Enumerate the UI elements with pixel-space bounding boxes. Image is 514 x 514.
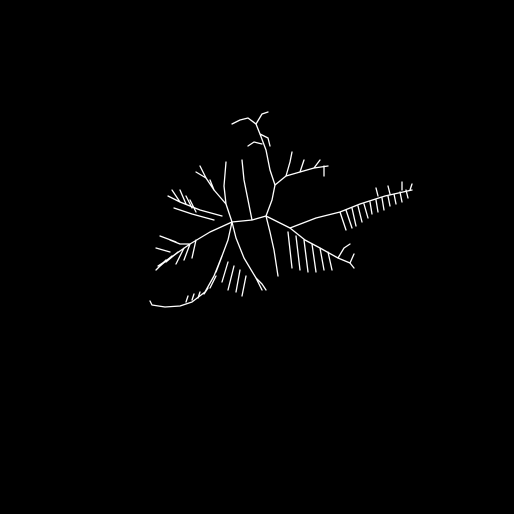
fan-right-lower-5 — [327, 251, 333, 271]
fan-left-twig-3 — [185, 195, 193, 209]
fan-lower-center-4 — [235, 269, 241, 293]
comb-right-12 — [405, 189, 409, 199]
fan-lower-center-1 — [215, 255, 223, 273]
tail-twig-4 — [203, 287, 209, 295]
twig-rl-b — [349, 253, 355, 264]
branch-upper-right-arm — [285, 165, 329, 177]
comb-right-6 — [369, 201, 373, 215]
branch-top-right-tip — [255, 111, 269, 125]
twig-ur-1 — [313, 159, 321, 169]
comb-right-3 — [351, 207, 357, 227]
branch-top-twig-a — [259, 133, 271, 147]
branch-top-stem — [255, 123, 276, 186]
comb-right-10 — [393, 193, 397, 205]
branch-top-left-tip — [231, 117, 257, 125]
fan-right-lower-2 — [303, 239, 309, 273]
fan-lower-center-6 — [209, 275, 217, 289]
comb-right-9 — [387, 195, 391, 207]
comb-right-11 — [399, 191, 403, 203]
branch-upper-left-fork — [199, 165, 227, 205]
twig-ur-3 — [299, 159, 305, 173]
tree-structure — [149, 111, 413, 308]
fan-right-lower-4 — [319, 247, 325, 271]
fan-left-lower-arm-3 — [155, 247, 171, 253]
fan-left-1 — [167, 195, 223, 217]
comb-right-5 — [363, 203, 369, 219]
fan-left-lower-2 — [175, 247, 185, 265]
trunk-lower-center — [231, 221, 263, 291]
twig-lc-tip — [255, 277, 267, 291]
fan-left-lower-arm-2 — [159, 235, 177, 243]
fan-left-lower-1 — [165, 251, 179, 263]
fan-left-lower-6 — [191, 239, 197, 259]
fan-lower-center-5 — [241, 275, 247, 297]
branch-top-twig-b — [247, 141, 263, 147]
fan-right-lower-6 — [287, 231, 293, 269]
comb-right-up-1 — [375, 187, 379, 197]
tail-twig-3 — [197, 291, 201, 299]
trunk-down-center — [265, 215, 279, 277]
fan-left-twig-4 — [189, 199, 197, 213]
twig-ul-1 — [195, 171, 207, 179]
comb-right-7 — [375, 199, 379, 213]
comb-right-up-2 — [387, 185, 391, 195]
fan-right-lower-3 — [311, 243, 317, 273]
fan-lower-center-2 — [221, 261, 229, 283]
twig-rl-c — [349, 262, 355, 269]
twig-ul-2 — [209, 179, 215, 191]
branch-upper-center — [241, 159, 253, 221]
tail-twig-1 — [185, 295, 189, 303]
comb-right-8 — [381, 197, 385, 211]
fan-left-2 — [173, 207, 215, 221]
comb-right-2 — [345, 209, 353, 229]
comb-right-4 — [357, 205, 363, 223]
fan-lower-center-3 — [227, 265, 235, 291]
comb-right-up-4 — [409, 183, 413, 191]
tail-twig-2 — [191, 293, 195, 301]
branch-upper-left — [223, 161, 233, 223]
fan-left-lower-5 — [155, 259, 167, 271]
fan-left-twig-1 — [171, 189, 181, 203]
fan-left-lower-3 — [183, 243, 191, 261]
fan-left-twig-2 — [179, 189, 187, 205]
branch-upper-right — [274, 151, 293, 186]
comb-right-1 — [339, 211, 347, 231]
fan-right-lower-1 — [295, 235, 301, 271]
twig-rl-a — [337, 243, 351, 259]
